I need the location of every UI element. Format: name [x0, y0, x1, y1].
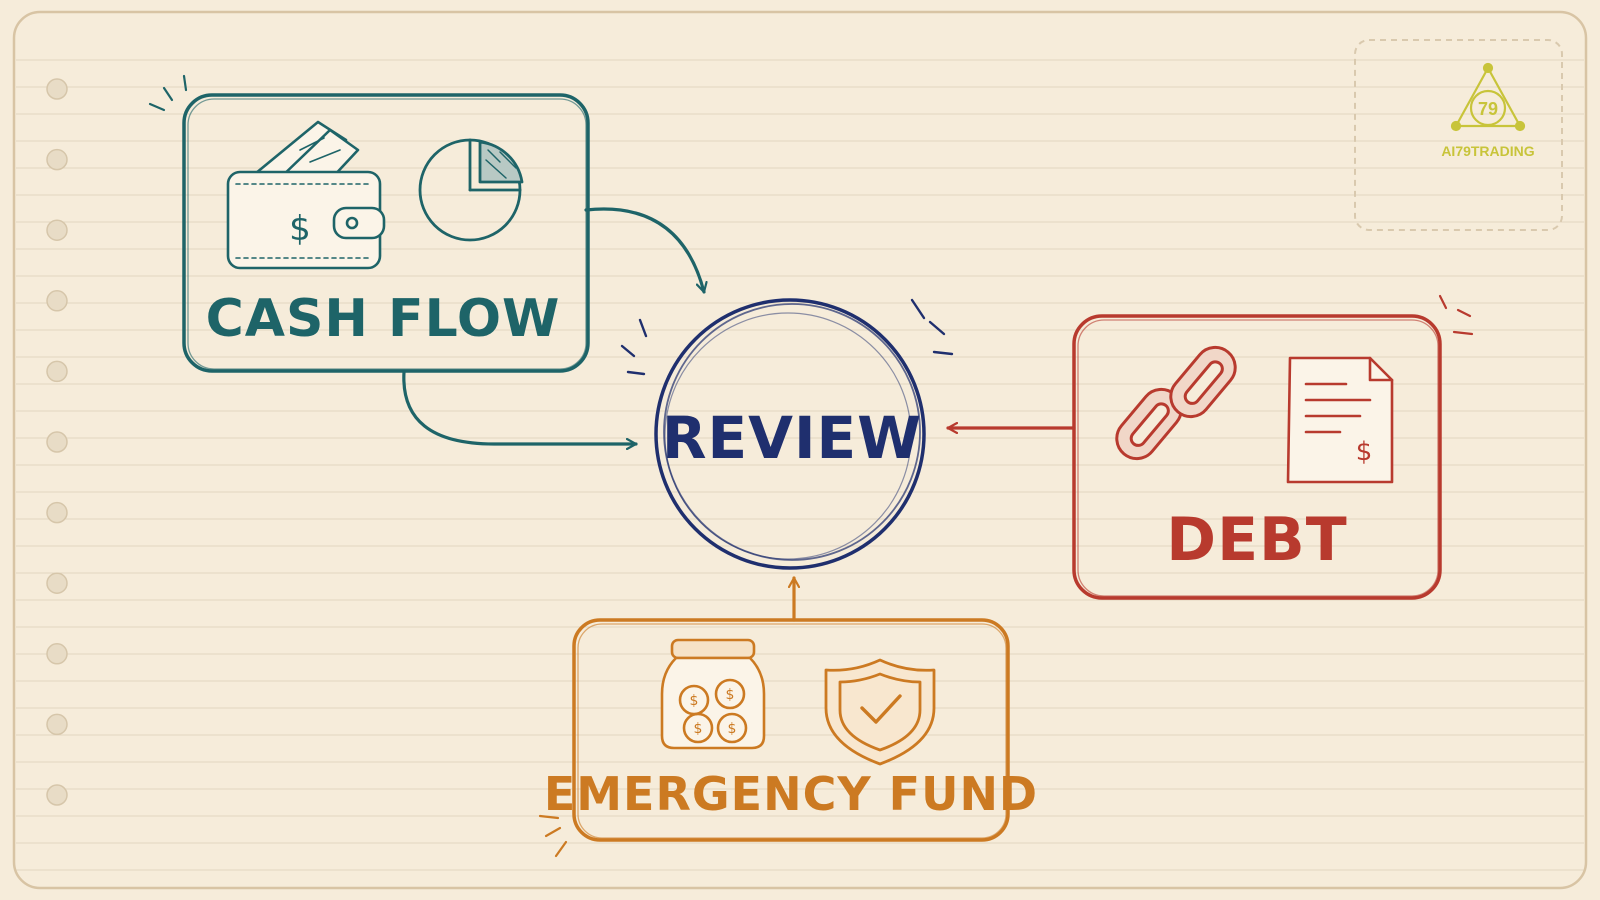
bill-document-icon: [1286, 356, 1394, 484]
node-emergency-fund[interactable]: $ $ $ $ EMERGENCY FUND: [538, 618, 1038, 858]
svg-text:$: $: [690, 693, 699, 709]
sparkle-marks: [1438, 294, 1474, 336]
binding-hole: [46, 219, 68, 241]
svg-text:$: $: [694, 721, 703, 737]
node-debt[interactable]: $ DEBT: [1072, 294, 1474, 600]
node-review[interactable]: REVIEW: [620, 298, 954, 570]
binding-hole: [46, 78, 68, 100]
sparkle-marks: [538, 814, 568, 858]
binding-hole: [46, 501, 68, 524]
binding-hole: [46, 643, 68, 665]
bill-dollar-sign: $: [1356, 437, 1373, 467]
node-cash-flow-label: CASH FLOW: [206, 289, 561, 349]
logo-badge: 79: [1478, 99, 1498, 119]
sparkle-marks: [620, 298, 954, 376]
node-review-label: REVIEW: [662, 404, 922, 472]
coin-jar-icon: [660, 638, 766, 750]
binding-hole: [46, 572, 68, 594]
binding-hole: [46, 290, 68, 312]
node-cash-flow[interactable]: $ CASH FLOW: [148, 74, 590, 373]
page-frame: [12, 10, 1588, 890]
sparkle-marks: [148, 74, 188, 112]
wallet-dollar-sign: $: [289, 209, 311, 249]
wallet-icon: [226, 120, 386, 270]
binding-hole: [46, 431, 68, 453]
ruled-lines: [16, 59, 1584, 871]
edge-cash-flow-review-bottom: [402, 370, 638, 444]
binding-hole: [46, 784, 68, 806]
chain-link-icon: [1115, 345, 1237, 461]
logo-mark-icon: [1450, 62, 1526, 132]
shield-check-icon: [824, 658, 936, 766]
logo-text: AI79TRADING: [1441, 143, 1534, 159]
node-debt-label: DEBT: [1166, 505, 1347, 575]
binding-holes: [46, 78, 68, 806]
binding-hole: [46, 360, 68, 383]
binding-hole: [46, 713, 68, 736]
logo-box: 79 AI79TRADING: [1354, 39, 1563, 231]
binding-hole: [46, 148, 68, 171]
node-emergency-fund-label: EMERGENCY FUND: [544, 767, 1038, 821]
coin-dollar-signs: $ $ $ $: [690, 687, 737, 737]
pie-chart-icon: [418, 138, 524, 242]
svg-text:$: $: [728, 721, 737, 737]
svg-text:$: $: [726, 687, 735, 703]
edge-cash-flow-review-top: [584, 207, 704, 294]
